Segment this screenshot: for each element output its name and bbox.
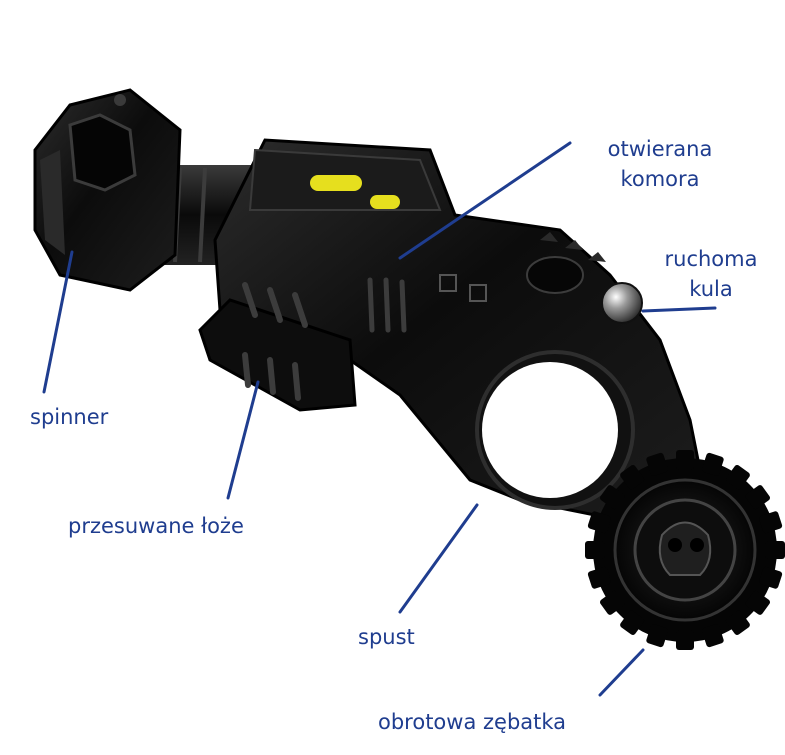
gear-tooth xyxy=(765,541,785,559)
label-ball: ruchoma kula xyxy=(648,244,774,304)
leader-line-trigger xyxy=(398,503,479,614)
label-gear: obrotowa zębatka xyxy=(378,710,567,734)
spinner-part xyxy=(33,88,182,292)
yellow-indicator-1 xyxy=(310,175,362,191)
gear-tooth xyxy=(725,610,750,636)
sliding-bed xyxy=(198,282,357,412)
leader-line-bed xyxy=(226,380,260,500)
gear-tooth xyxy=(745,485,771,510)
leader-line-spinner xyxy=(42,250,74,394)
gear-tooth xyxy=(599,485,625,510)
leader-line-gear xyxy=(598,648,645,697)
gear-tooth xyxy=(759,566,783,589)
gear-tooth xyxy=(620,610,645,636)
label-ball-line2: kula xyxy=(689,277,733,301)
yellow-indicator-2 xyxy=(370,195,400,209)
gear-tooth xyxy=(759,511,783,534)
label-chamber-line1: otwierana xyxy=(607,137,713,161)
gear-tooth xyxy=(676,630,694,650)
gear-tooth xyxy=(701,452,724,476)
gear-tooth xyxy=(701,624,724,648)
label-ball-line1: ruchoma xyxy=(664,247,758,271)
label-trigger: spust xyxy=(358,625,415,649)
leader-line-ball xyxy=(641,306,717,313)
leader-line-chamber xyxy=(398,141,572,260)
gear-tooth xyxy=(646,452,669,476)
rotating-gear xyxy=(585,450,785,650)
gear-tooth xyxy=(620,464,645,490)
moving-ball xyxy=(601,282,643,324)
label-spinner: spinner xyxy=(30,405,109,429)
label-chamber-line2: komora xyxy=(620,167,700,191)
gear-tooth xyxy=(599,590,625,615)
gear-tooth xyxy=(745,590,771,615)
gear-tooth xyxy=(676,450,694,470)
label-chamber: otwierana komora xyxy=(590,134,730,194)
gear-tooth xyxy=(646,624,669,648)
gear-tooth xyxy=(725,464,750,490)
gear-tooth xyxy=(587,566,611,589)
leader-lines xyxy=(42,141,717,697)
gear-tooth xyxy=(585,541,605,559)
label-bed: przesuwane łoże xyxy=(68,514,244,538)
gear-tooth xyxy=(587,511,611,534)
launcher-illustration xyxy=(33,88,785,650)
